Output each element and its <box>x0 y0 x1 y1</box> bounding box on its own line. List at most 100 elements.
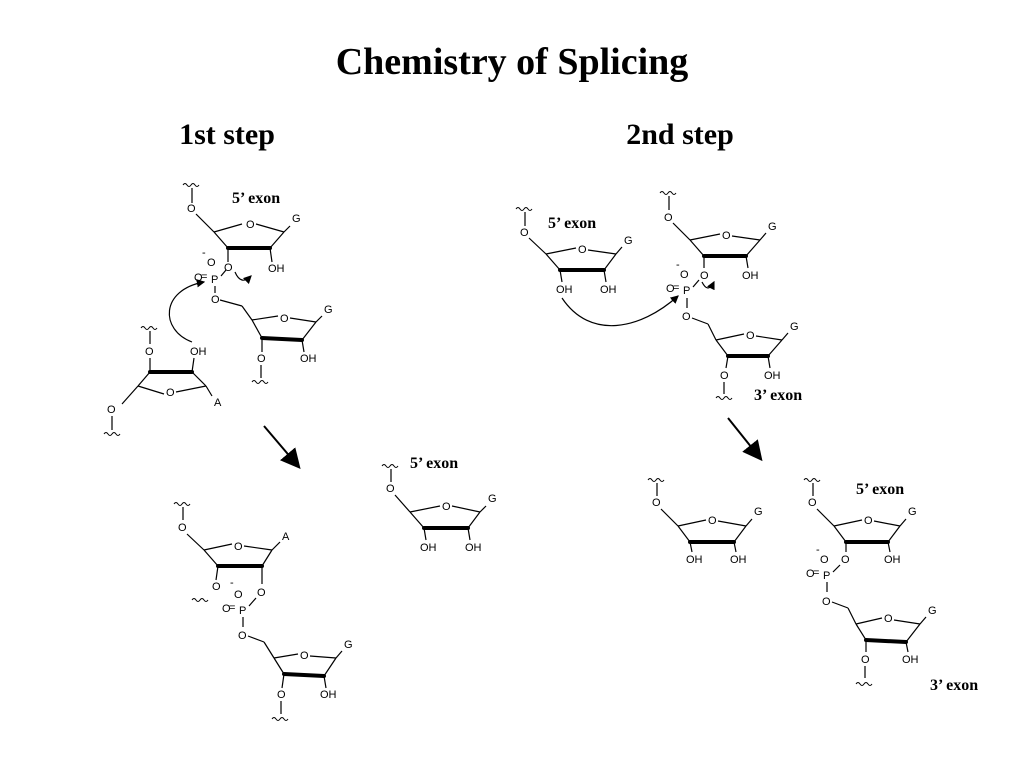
atom-o: O <box>222 603 231 615</box>
step2-five-exon-nucleotide: 5’ exon O O G OH OH <box>515 207 679 327</box>
double-bond: = <box>201 271 207 283</box>
ring-oxygen: O <box>280 313 289 325</box>
atom-o: O <box>386 483 395 495</box>
step1-second-nucleotide: O G OH O <box>219 299 333 384</box>
base-a: A <box>214 397 222 409</box>
ring-oxygen: O <box>746 330 755 342</box>
step2-reaction-arrow <box>727 417 763 462</box>
atom-oh: OH <box>884 554 901 566</box>
step1-lariat-intermediate: O O A O O - O O = P O O G OH O <box>173 502 353 721</box>
base-g: G <box>928 605 937 617</box>
step1-top-nucleotide: O O G OH O - O O = P O <box>182 183 301 306</box>
atom-oh: OH <box>420 542 437 554</box>
ring-oxygen: O <box>708 515 717 527</box>
step1-five-exon-label: 5’ exon <box>232 190 280 207</box>
atom-o: O <box>700 270 709 282</box>
atom-o: O <box>224 262 233 274</box>
atom-oh: OH <box>190 346 207 358</box>
atom-p: P <box>211 274 218 286</box>
atom-o: O <box>520 227 529 239</box>
ring-oxygen: O <box>246 219 255 231</box>
atom-oh: OH <box>730 554 747 566</box>
ring-oxygen: O <box>234 541 243 553</box>
atom-o: O <box>841 554 850 566</box>
base-g: G <box>768 221 777 233</box>
step2-ligated-exons: 5’ exon O O G OH O - O O = P O O G <box>803 478 978 694</box>
atom-o: O <box>212 581 221 593</box>
atom-oh: OH <box>902 654 919 666</box>
double-bond: = <box>229 602 235 614</box>
atom-o: O <box>682 311 691 323</box>
step2-five-exon-label: 5’ exon <box>548 215 596 232</box>
ring-oxygen: O <box>166 387 175 399</box>
ring-oxygen: O <box>864 515 873 527</box>
atom-o: O <box>861 654 870 666</box>
atom-o: O <box>238 630 247 642</box>
ring-oxygen: O <box>442 501 451 513</box>
atom-p: P <box>823 570 830 582</box>
step2-three-exon-nucleotide: O G OH O 3’ exon <box>691 317 802 404</box>
base-g: G <box>754 506 763 518</box>
atom-o: O <box>664 212 673 224</box>
double-bond: = <box>673 282 679 294</box>
base-g: G <box>488 493 497 505</box>
atom-oh: OH <box>320 689 337 701</box>
slide-title: Chemistry of Splicing <box>335 41 689 83</box>
atom-o: O <box>234 589 243 601</box>
ring-oxygen: O <box>884 613 893 625</box>
ligated-three-exon-label: 3’ exon <box>930 677 978 694</box>
atom-oh: OH <box>686 554 703 566</box>
atom-oh: OH <box>465 542 482 554</box>
atom-o: O <box>820 554 829 566</box>
atom-oh: OH <box>556 284 573 296</box>
atom-o: O <box>808 497 817 509</box>
minus-charge: - <box>230 577 234 589</box>
atom-oh: OH <box>600 284 617 296</box>
base-a: A <box>282 531 290 543</box>
step1-released-exon: 5’ exon O O G OH OH <box>381 455 497 554</box>
atom-o: O <box>178 522 187 534</box>
base-g: G <box>908 506 917 518</box>
minus-charge: - <box>816 544 820 556</box>
atom-o: O <box>187 203 196 215</box>
step2-lariat-product: O O G OH OH <box>647 478 763 566</box>
atom-oh: OH <box>268 263 285 275</box>
atom-oh: OH <box>764 370 781 382</box>
atom-o: O <box>145 346 154 358</box>
released-five-exon-label: 5’ exon <box>410 455 458 472</box>
ring-oxygen: O <box>722 230 731 242</box>
ligated-five-exon-label: 5’ exon <box>856 481 904 498</box>
atom-p: P <box>239 605 246 617</box>
base-g: G <box>344 639 353 651</box>
atom-o: O <box>257 353 266 365</box>
step-2-heading: 2nd step <box>626 118 734 151</box>
atom-o: O <box>652 497 661 509</box>
atom-o: O <box>211 294 220 306</box>
atom-p: P <box>683 285 690 297</box>
step1-reaction-arrow <box>263 425 301 470</box>
atom-o: O <box>207 257 216 269</box>
atom-o: O <box>806 568 815 580</box>
ring-oxygen: O <box>578 244 587 256</box>
step2-three-exon-label: 3’ exon <box>754 387 802 404</box>
atom-o: O <box>720 370 729 382</box>
step2-lariat-nucleotide: O O G OH O - O O = P O <box>659 191 777 323</box>
minus-charge: - <box>202 247 206 259</box>
atom-o: O <box>680 269 689 281</box>
atom-oh: OH <box>300 353 317 365</box>
atom-o: O <box>107 404 116 416</box>
step-1-heading: 1st step <box>179 118 275 151</box>
base-g: G <box>292 213 301 225</box>
minus-charge: - <box>676 259 680 271</box>
ring-oxygen: O <box>300 650 309 662</box>
atom-o: O <box>666 283 675 295</box>
double-bond: = <box>813 567 819 579</box>
step1-branch-nucleotide: O OH O A O <box>103 279 222 436</box>
atom-o: O <box>277 689 286 701</box>
atom-o: O <box>257 587 266 599</box>
atom-o: O <box>194 272 203 284</box>
base-g: G <box>790 321 799 333</box>
base-g: G <box>624 235 633 247</box>
base-g: G <box>324 304 333 316</box>
